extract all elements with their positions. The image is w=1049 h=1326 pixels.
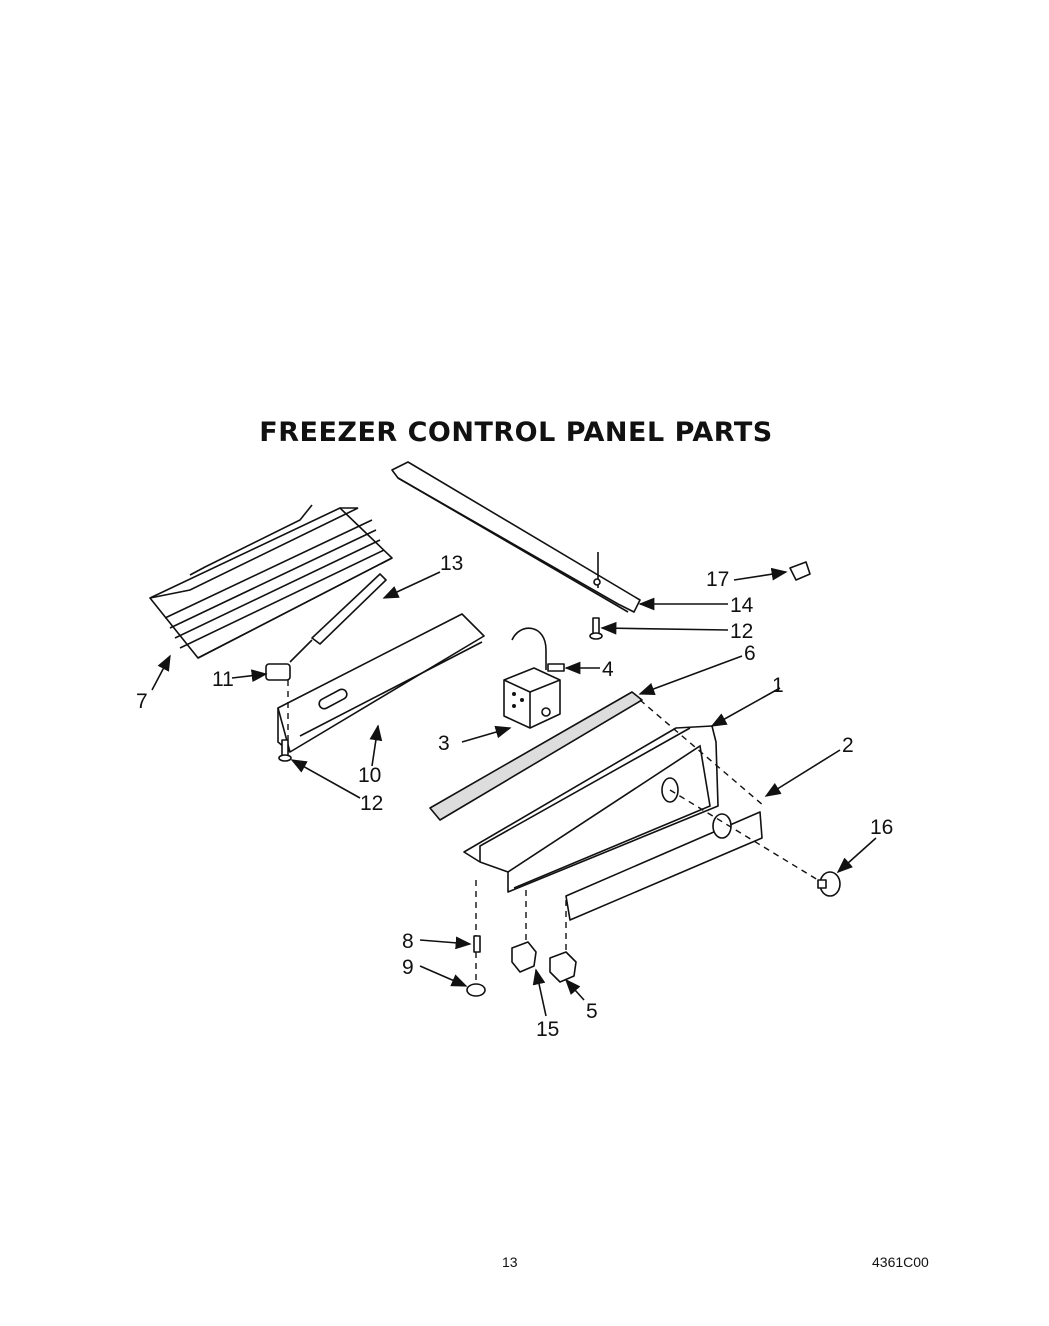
callout-3: 3 [438, 732, 450, 755]
part-5-switch [549, 951, 577, 983]
part-16-knob [817, 871, 841, 897]
part-10-bracket [277, 613, 485, 753]
callout-2: 2 [842, 734, 854, 757]
callout-17: 17 [706, 568, 729, 591]
part-14-rail [391, 461, 641, 613]
callout-8: 8 [402, 930, 414, 953]
callout-5: 5 [586, 1000, 598, 1023]
callout-10: 10 [358, 764, 381, 787]
part-13-sensor-tube [289, 573, 387, 663]
callout-11: 11 [212, 668, 234, 691]
part-8-screw [473, 935, 481, 953]
callout-15: 15 [536, 1018, 559, 1041]
part-12-screw-upper [589, 617, 603, 640]
part-4-screw [547, 663, 565, 672]
part-15-switch [511, 941, 537, 973]
part-2-trim [565, 811, 763, 921]
part-9-nut [466, 983, 486, 997]
part-6-foam-strip [429, 691, 643, 821]
callout-12-lower: 12 [360, 792, 383, 815]
part-17-clip [789, 561, 811, 581]
page-title: FREEZER CONTROL PANEL PARTS [259, 417, 773, 448]
callout-6: 6 [744, 642, 756, 665]
part-12-screw-lower [278, 739, 292, 762]
callout-13: 13 [440, 552, 463, 575]
part-11-clip [265, 663, 291, 681]
callout-4: 4 [602, 658, 614, 681]
callout-16: 16 [870, 816, 893, 839]
callout-12-upper: 12 [730, 620, 753, 643]
part-7-grille [149, 504, 393, 659]
callout-9: 9 [402, 956, 414, 979]
callout-1: 1 [772, 674, 784, 697]
page-number: 13 [502, 1254, 518, 1270]
document-number: 4361C00 [872, 1254, 929, 1270]
callout-14: 14 [730, 594, 754, 617]
part-1-housing [463, 725, 719, 893]
part-3-control [503, 627, 561, 729]
callout-7: 7 [136, 690, 148, 713]
